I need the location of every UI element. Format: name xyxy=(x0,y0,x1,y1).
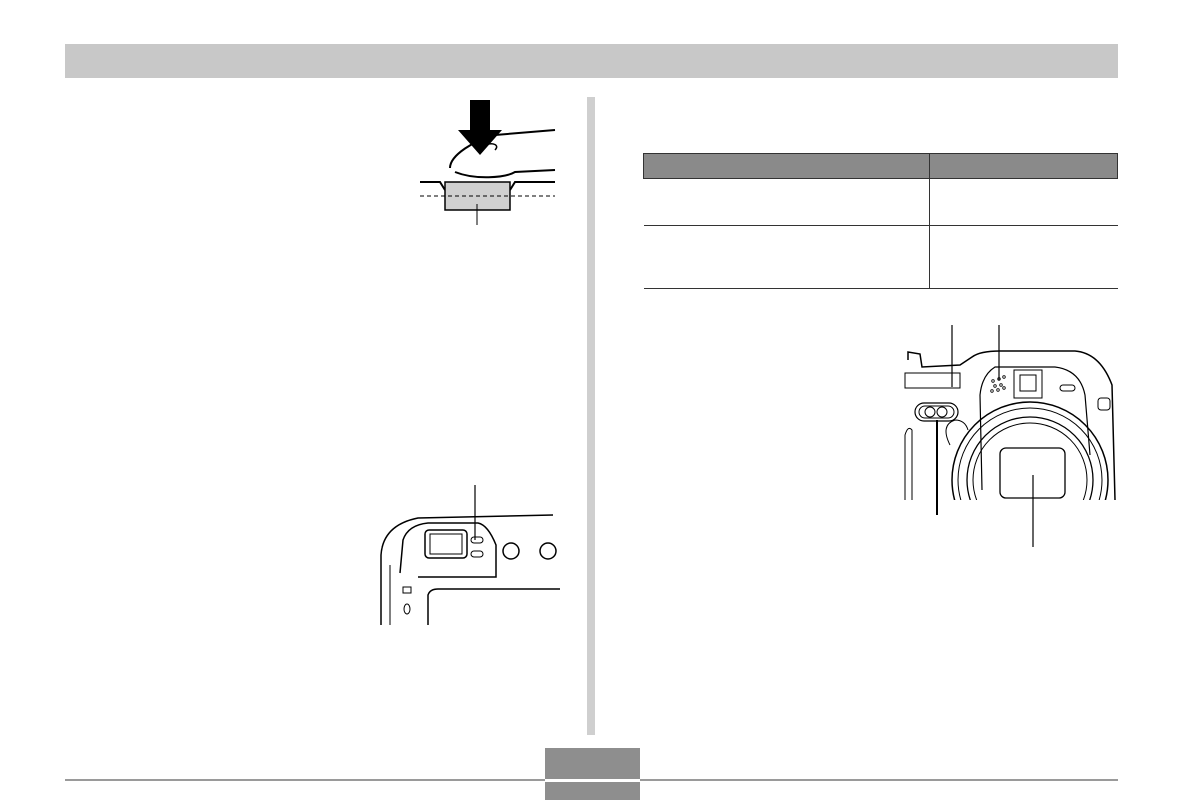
table-cell xyxy=(643,225,930,289)
table-cell xyxy=(929,178,1118,226)
camera-back-illustration xyxy=(380,485,560,625)
header-bar xyxy=(65,44,1118,78)
table-row xyxy=(643,225,1118,289)
table-row xyxy=(643,178,1118,226)
table-cell xyxy=(929,225,1118,289)
page-box-divider xyxy=(545,779,640,782)
shutter-press-illustration xyxy=(420,100,556,225)
table-cell xyxy=(643,178,930,226)
info-table xyxy=(643,153,1118,289)
table-header-cell xyxy=(929,153,1118,179)
page-number-box xyxy=(545,748,640,800)
column-divider xyxy=(587,97,595,735)
table-header-row xyxy=(643,153,1118,179)
table-header-cell xyxy=(643,153,930,179)
camera-front-illustration xyxy=(904,325,1116,547)
